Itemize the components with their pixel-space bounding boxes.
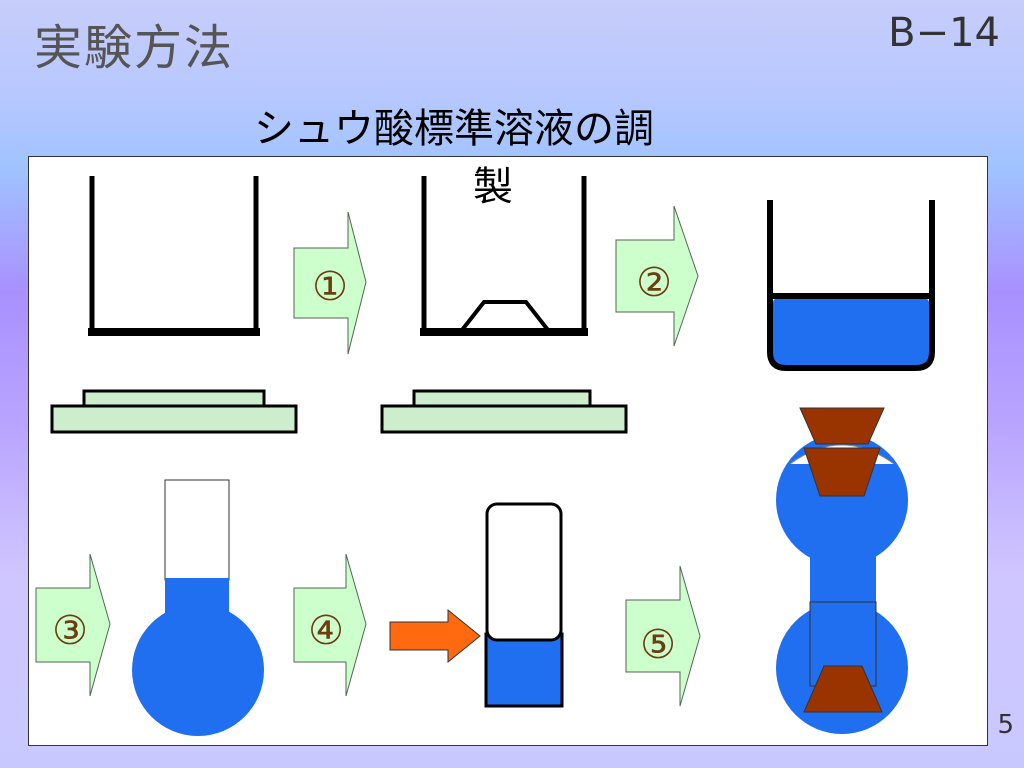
step-arrow-4: ④ xyxy=(293,553,367,697)
sample-tube xyxy=(484,502,564,708)
balance-2 xyxy=(380,389,628,434)
step-arrow-2: ② xyxy=(615,205,699,347)
step-arrow-1: ① xyxy=(293,211,367,355)
stopper-neck xyxy=(803,447,881,497)
page-number: 5 xyxy=(997,710,1014,740)
step-label-1: ① xyxy=(312,264,348,310)
subtitle-line-2: 製 xyxy=(473,164,513,210)
step-label-2: ② xyxy=(636,260,672,306)
volumetric-flask xyxy=(132,479,264,736)
slide-code: B−14 xyxy=(888,10,1000,56)
step-label-5: ⑤ xyxy=(640,622,676,668)
step-arrow-3: ③ xyxy=(35,553,111,697)
subtitle-line-1: シュウ酸標準溶液の調 xyxy=(254,106,654,152)
step-arrow-5: ⑤ xyxy=(625,565,701,707)
balance-1 xyxy=(50,389,298,434)
slide-title: 実験方法 xyxy=(34,20,235,76)
stopper-bottom xyxy=(803,665,883,713)
step-label-4: ④ xyxy=(308,608,344,654)
beaker-with-solution xyxy=(767,200,935,371)
empty-beaker xyxy=(88,176,260,336)
step-label-3: ③ xyxy=(52,608,88,654)
oxalic-acid-solid xyxy=(457,300,553,332)
stopper-top xyxy=(799,407,885,445)
pour-arrow xyxy=(389,608,481,664)
